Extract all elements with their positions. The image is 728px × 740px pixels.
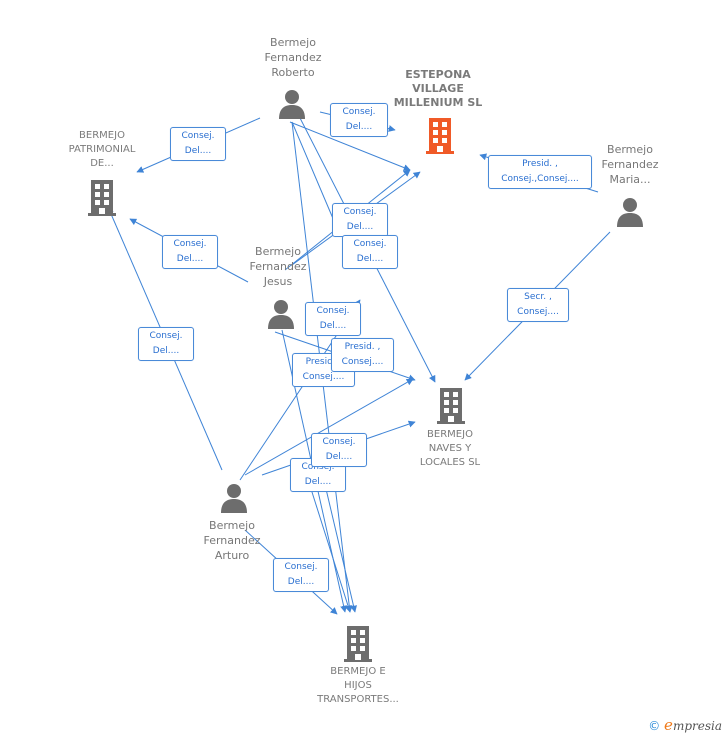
relation-label[interactable]: Consej. Del.... — [162, 235, 218, 269]
relation-label[interactable]: Consej. Del.... — [342, 235, 398, 269]
relation-label[interactable]: Consej. Del.... — [138, 327, 194, 361]
relationship-edge — [244, 378, 414, 476]
relation-label[interactable]: Consej. Del.... — [305, 302, 361, 336]
building-icon[interactable] — [342, 626, 374, 662]
relation-label[interactable]: Consej. Del.... — [311, 433, 367, 467]
node-label-jesus: Bermejo Fernandez Jesus — [249, 245, 307, 288]
relation-label[interactable]: Consej. Del.... — [170, 127, 226, 161]
person-icon[interactable] — [266, 298, 296, 330]
node-label-naves: BERMEJO NAVES Y LOCALES SL — [419, 429, 481, 468]
relation-label[interactable]: Presid. , Consej.... — [331, 338, 394, 372]
building-icon-focus[interactable] — [424, 118, 456, 154]
relation-label[interactable]: Consej. Del.... — [330, 103, 388, 137]
person-icon[interactable] — [615, 196, 645, 228]
node-label-patrimonial: BERMEJO PATRIMONIAL DE... — [68, 130, 136, 169]
relationship-edge — [289, 121, 411, 171]
person-icon[interactable] — [219, 482, 249, 514]
relation-label[interactable]: Secr. , Consej.... — [507, 288, 569, 322]
node-label-maria: Bermejo Fernandez Maria... — [601, 143, 659, 186]
relation-label[interactable]: Presid. , Consej.,Consej.... — [488, 155, 592, 189]
building-icon[interactable] — [435, 388, 467, 424]
empresia-logo: © empresia — [648, 716, 722, 734]
node-label-transportes: BERMEJO E HIJOS TRANSPORTES... — [317, 666, 399, 705]
node-label-roberto: Bermejo Fernandez Roberto — [264, 36, 322, 79]
relation-label[interactable]: Consej. Del.... — [332, 203, 388, 237]
building-icon[interactable] — [86, 180, 118, 216]
node-label-arturo: Bermejo Fernandez Arturo — [203, 519, 261, 562]
relation-label[interactable]: Consej. Del.... — [273, 558, 329, 592]
copyright-icon: © — [648, 719, 661, 733]
person-icon[interactable] — [277, 88, 307, 120]
relationship-edge — [304, 469, 352, 613]
node-label-estepona: ESTEPONA VILLAGE MILLENIUM SL — [393, 68, 483, 109]
